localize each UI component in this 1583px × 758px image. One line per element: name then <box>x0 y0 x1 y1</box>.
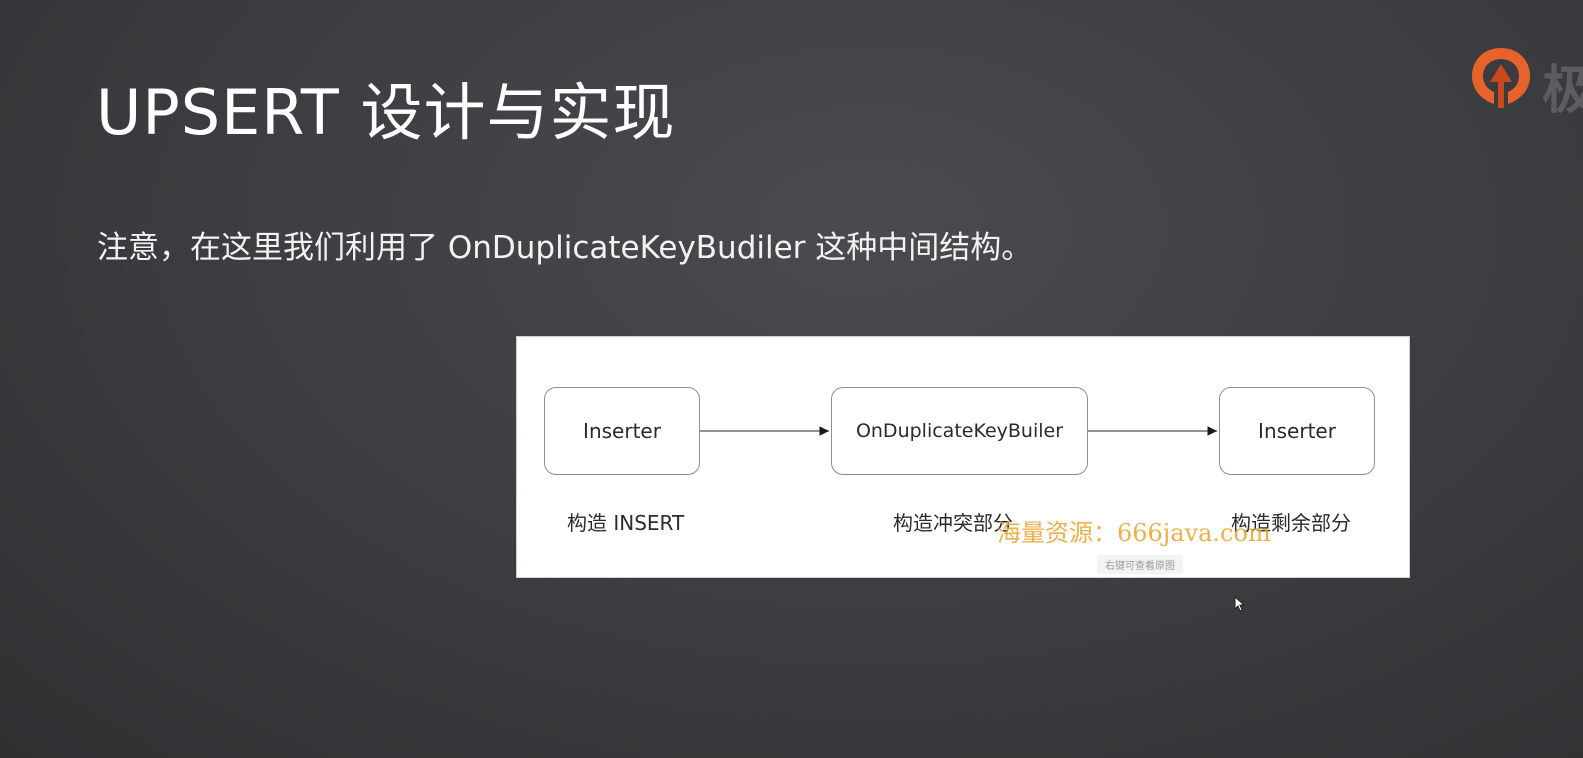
view-original-hint[interactable]: 右键可查看原图 <box>1097 555 1183 574</box>
brand-logo-icon <box>1472 48 1530 108</box>
brand-logo-text: 极 <box>1542 61 1583 121</box>
mouse-cursor-icon <box>1234 596 1246 612</box>
node-inserter-first: Inserter <box>544 387 700 475</box>
caption-build-conflict: 构造冲突部分 <box>893 511 1013 535</box>
slide-note: 注意，在这里我们利用了 OnDuplicateKeyBudiler 这种中间结构… <box>97 230 1033 266</box>
flow-diagram-image: Inserter OnDuplicateKeyBuiler Inserter 构… <box>516 336 1410 578</box>
caption-build-insert: 构造 INSERT <box>567 511 685 535</box>
watermark-text: 海量资源：666java.com <box>997 519 1271 547</box>
node-on-duplicate-key-builder: OnDuplicateKeyBuiler <box>831 387 1088 475</box>
slide-title: UPSERT 设计与实现 <box>96 76 676 149</box>
diagram-arrows <box>700 426 1217 436</box>
caption-build-rest: 构造剩余部分 <box>1231 511 1351 535</box>
node-inserter-last: Inserter <box>1219 387 1375 475</box>
